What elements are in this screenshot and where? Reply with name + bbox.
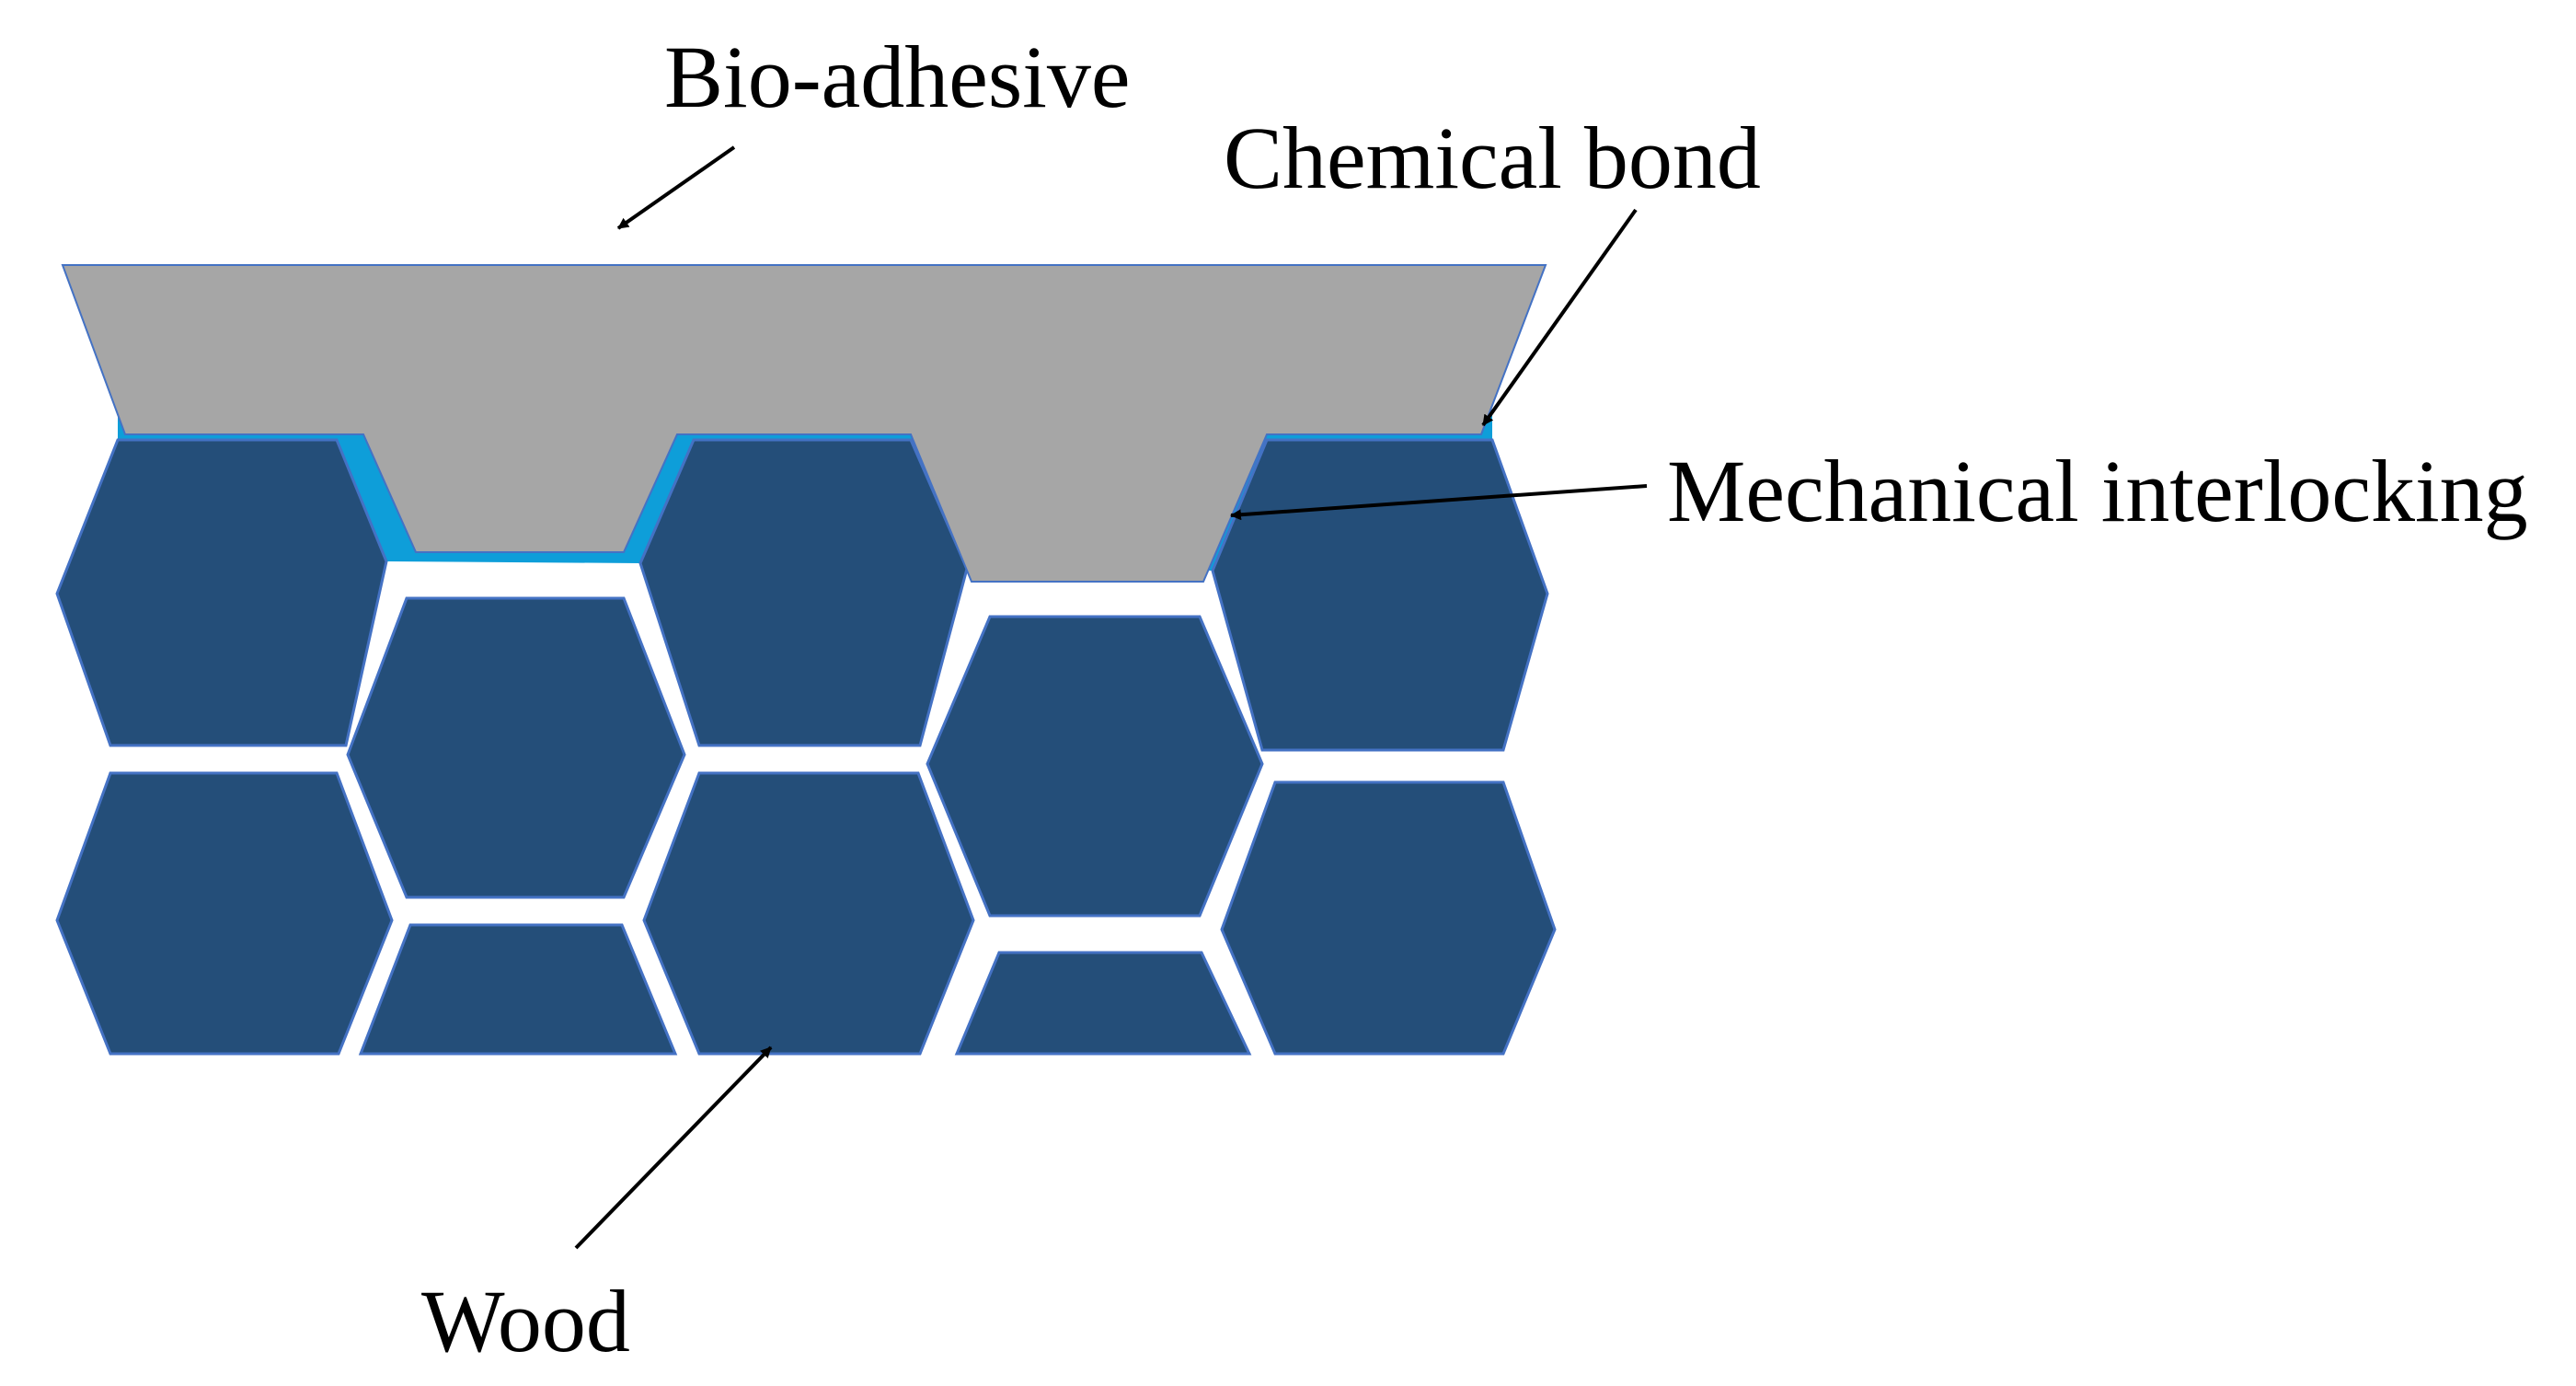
bio-adhesive-label: Bio-adhesive: [664, 28, 1131, 126]
wood-label: Wood: [421, 1272, 630, 1370]
wood-cell: [55, 771, 394, 1056]
wood-cell: [642, 771, 975, 1056]
mechanical-interlocking-arrow: [1230, 484, 1648, 521]
wood-cell: [1211, 438, 1549, 752]
mechanical-interlocking-label: Mechanical interlocking: [1667, 442, 2528, 540]
wood-cell: [954, 951, 1252, 1056]
chemical-bond-arrow: [1481, 208, 1638, 427]
wood-cell: [358, 923, 678, 1056]
chemical-bond-label: Chemical bond: [1224, 109, 1761, 207]
wood-cell: [926, 615, 1264, 918]
wood-cell: [55, 438, 388, 747]
wood-arrow: [574, 1045, 773, 1250]
arrows: [574, 145, 1648, 1250]
wood-cell: [638, 438, 969, 747]
wood-cell: [346, 596, 686, 899]
bio-adhesive-arrow: [616, 145, 736, 230]
wood-cell: [1220, 780, 1557, 1056]
wood-cells: [55, 438, 1557, 1056]
bio-adhesive-layer: [61, 264, 1547, 583]
